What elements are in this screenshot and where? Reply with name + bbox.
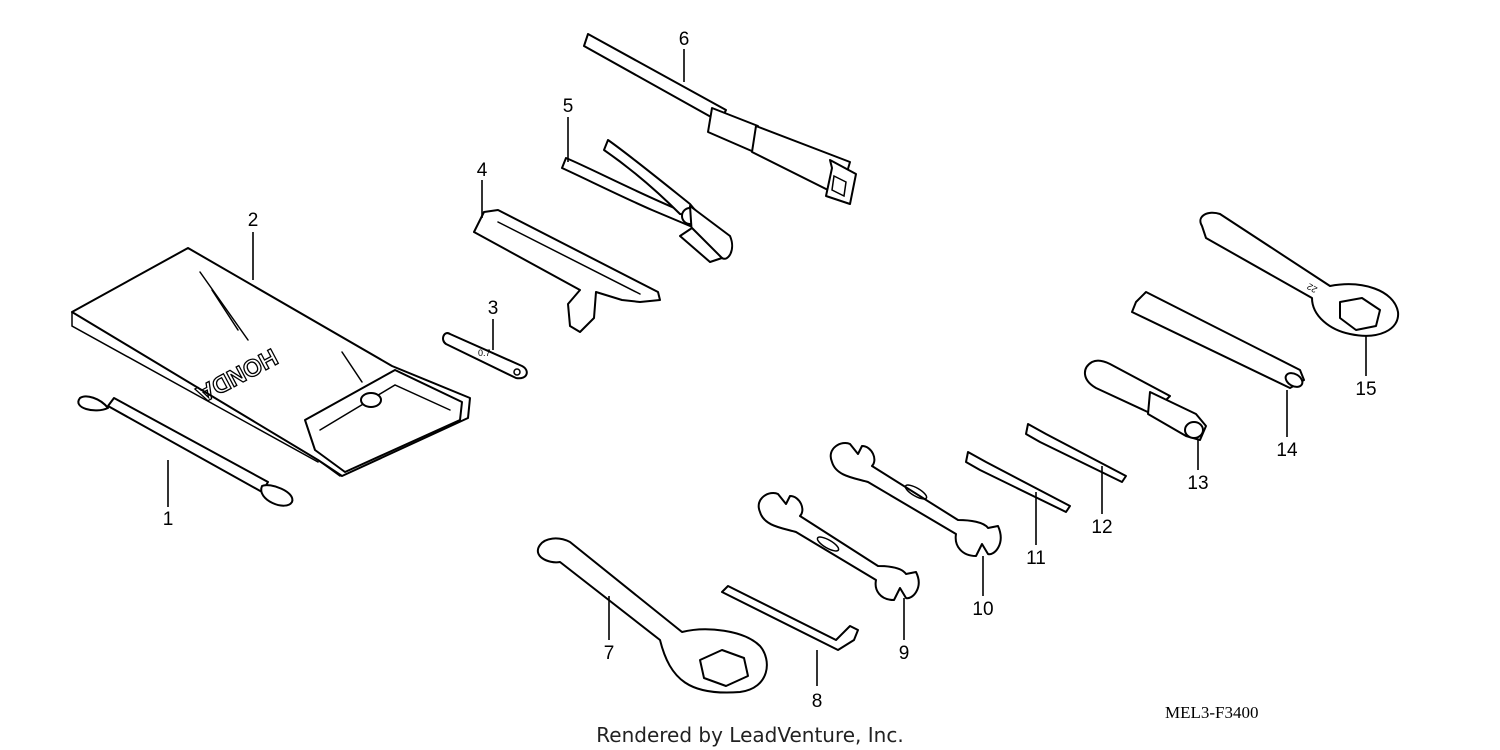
spark-plug-wrench[interactable] <box>583 33 857 205</box>
callout-14: 14 <box>1276 440 1298 461</box>
pliers[interactable] <box>561 139 734 263</box>
callout-12: 12 <box>1091 517 1112 538</box>
box-end-wrench[interactable] <box>537 537 768 694</box>
callout-2: 2 <box>248 210 259 231</box>
callout-4: 4 <box>477 160 488 181</box>
box-wrench-22mm[interactable]: 22 <box>1199 211 1400 337</box>
callout-15: 15 <box>1355 379 1376 400</box>
handle-sleeve[interactable] <box>1131 291 1305 390</box>
callout-7: 7 <box>604 643 615 664</box>
callout-5: 5 <box>563 96 574 117</box>
hex-key[interactable] <box>721 585 859 651</box>
pin-spanner[interactable] <box>473 209 661 333</box>
svg-text:0.7: 0.7 <box>478 348 491 358</box>
feeler-gauge[interactable]: 0.7 <box>442 332 528 380</box>
callout-10: 10 <box>972 599 993 620</box>
callout-13: 13 <box>1187 473 1208 494</box>
screwdriver-bit-phillips[interactable] <box>1025 423 1127 483</box>
callout-1: 1 <box>163 509 174 530</box>
callout-numbers: 1 2 3 4 5 6 7 8 9 10 11 12 13 14 15 <box>163 29 1377 712</box>
callout-8: 8 <box>812 691 823 712</box>
callout-6: 6 <box>679 29 690 50</box>
tool-strap[interactable] <box>77 395 294 507</box>
callout-3: 3 <box>488 298 499 319</box>
open-end-wrench-8x12[interactable] <box>757 492 920 601</box>
callout-9: 9 <box>899 643 910 664</box>
svg-text:22: 22 <box>1305 281 1319 295</box>
callout-11: 11 <box>1026 548 1046 569</box>
screwdriver-bit-flat[interactable] <box>965 451 1071 513</box>
leader-lines <box>167 49 1367 686</box>
credit-footer: Rendered by LeadVenture, Inc. <box>596 723 903 747</box>
part-code-label: MEL3-F3400 <box>1165 703 1259 722</box>
tool-bag[interactable]: HONDA <box>71 247 471 477</box>
screwdriver-handle[interactable] <box>1084 359 1207 441</box>
open-end-wrench-10x14[interactable] <box>829 442 1002 557</box>
